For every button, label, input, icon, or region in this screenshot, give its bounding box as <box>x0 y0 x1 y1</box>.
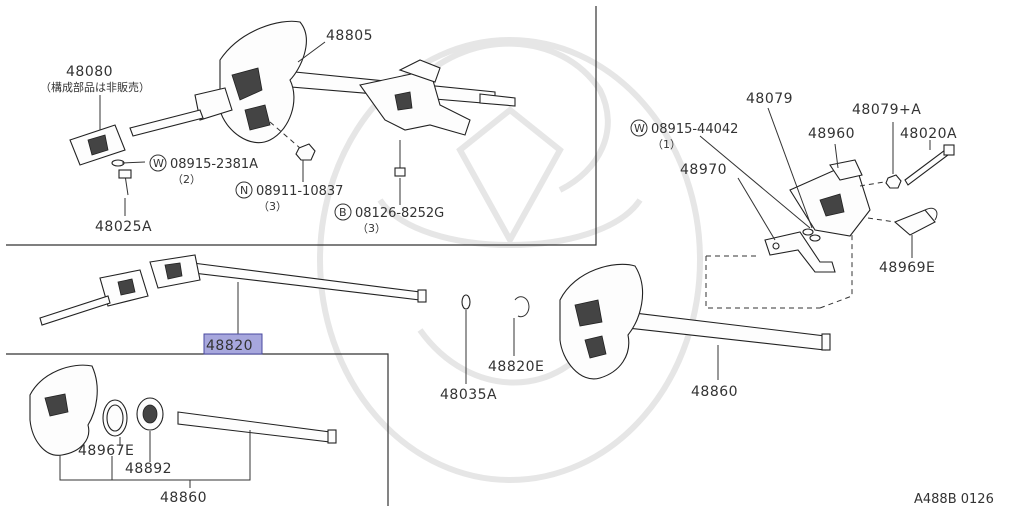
label-w-08915-44042[interactable]: 08915-44042 <box>651 122 738 137</box>
n-symbol-letter: N <box>240 184 248 197</box>
w-symbol-1: W <box>149 154 167 172</box>
label-48820E[interactable]: 48820E <box>488 359 544 375</box>
inset-bearing-48892[interactable] <box>136 397 164 431</box>
label-48020A[interactable]: 48020A <box>900 126 957 142</box>
label-b-qty: （3） <box>357 222 386 235</box>
nut-48079A[interactable] <box>885 174 902 189</box>
part-48820E[interactable] <box>513 296 530 356</box>
diagram-code: A488B 0126 <box>914 492 994 507</box>
bolt-48020A[interactable] <box>904 144 955 186</box>
inset-housing[interactable] <box>29 364 98 456</box>
label-48035A[interactable]: 48035A <box>440 387 497 403</box>
inset-shaft[interactable] <box>177 411 337 444</box>
washers-48079[interactable] <box>802 228 821 242</box>
part-48969E[interactable] <box>893 207 938 236</box>
bracket-48960[interactable] <box>789 159 871 237</box>
label-48805[interactable]: 48805 <box>326 28 373 44</box>
label-48970[interactable]: 48970 <box>680 162 727 178</box>
label-w-qty-1: （2） <box>172 173 201 186</box>
leaders-right-top <box>699 107 931 258</box>
shaft-48820[interactable] <box>39 254 427 326</box>
label-w-08915-2381A[interactable]: 08915-2381A <box>170 157 258 172</box>
b-symbol: B <box>334 203 352 221</box>
w-symbol-2-letter: W <box>634 122 645 135</box>
label-48820[interactable]: 48820 <box>206 338 253 354</box>
label-48967E[interactable]: 48967E <box>78 443 134 459</box>
column-assembly-48805[interactable] <box>69 20 516 196</box>
label-48960[interactable]: 48960 <box>808 126 855 142</box>
column-48860[interactable] <box>559 263 831 380</box>
leaders-inset <box>59 430 251 488</box>
n-symbol: N <box>235 181 253 199</box>
label-48080[interactable]: 48080 <box>66 64 113 80</box>
label-48025A[interactable]: 48025A <box>95 219 152 235</box>
dashed-guide-right <box>819 232 853 309</box>
label-w-qty-2: （1） <box>652 138 681 151</box>
w-symbol-2: W <box>630 119 648 137</box>
label-n-08911-10837[interactable]: 08911-10837 <box>256 184 343 199</box>
w-symbol-1-letter: W <box>153 157 164 170</box>
label-48860-main[interactable]: 48860 <box>691 384 738 400</box>
label-48860-inset[interactable]: 48860 <box>160 490 207 506</box>
label-n-qty: （3） <box>258 200 287 213</box>
label-48892[interactable]: 48892 <box>125 461 172 477</box>
label-b-08126-8252G[interactable]: 08126-8252G <box>355 206 444 221</box>
label-48079A[interactable]: 48079+A <box>852 102 921 118</box>
inset-ring-48967E[interactable] <box>102 399 128 437</box>
dashed-guide <box>705 256 820 309</box>
part-48035A[interactable] <box>461 294 471 384</box>
label-48969E[interactable]: 48969E <box>879 260 935 276</box>
section-frames <box>6 6 597 506</box>
label-48079[interactable]: 48079 <box>746 91 793 107</box>
leaders-top-left <box>99 41 401 216</box>
label-48080-note: （構成部品は非販売） <box>40 80 150 94</box>
highlight-48820 <box>203 333 263 355</box>
bracket-48970[interactable] <box>764 231 836 273</box>
b-symbol-letter: B <box>339 206 347 219</box>
